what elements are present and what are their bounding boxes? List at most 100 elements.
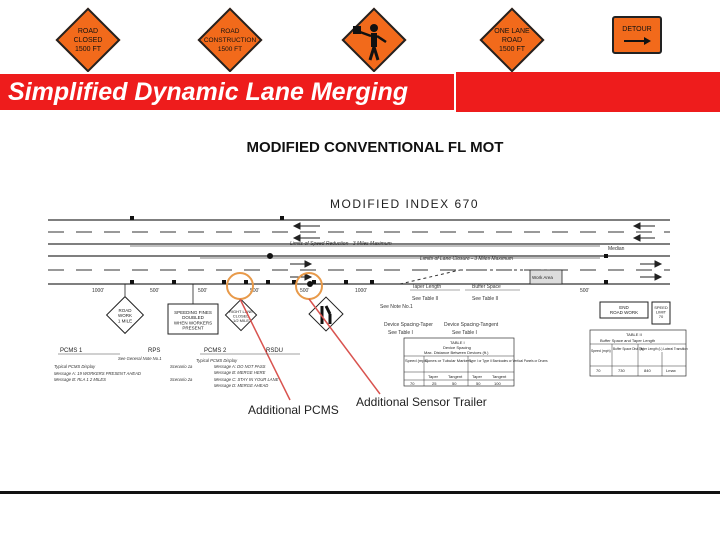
- flagger-sign: [338, 7, 410, 74]
- see-table-label-1: See Table II: [412, 296, 438, 302]
- diagram-heading: MODIFIED INDEX 670: [330, 197, 479, 211]
- table-i-subheader-1: Tangent: [448, 374, 463, 379]
- dist-1000-a: 1000': [92, 288, 104, 294]
- table-ii-title: TABLE II: [626, 332, 642, 337]
- additional-pcms-label: Additional PCMS: [248, 403, 339, 417]
- table-i-cell-0: 70: [410, 381, 415, 386]
- dist-500-e: 500': [580, 288, 589, 294]
- table-i-sub2: Max. Distance Between Devices (ft.): [424, 350, 489, 355]
- table-i: TABLE I Device Spacing Max. Distance Bet…: [403, 337, 548, 387]
- table-i-cell-3: 50: [476, 381, 481, 386]
- see-note-label: See Note No.1: [380, 304, 413, 310]
- mot-diagram: MODIFIED INDEX 670 Limits of Speed Reduc…: [48, 197, 688, 417]
- detour-sign: DETOUR: [612, 16, 662, 54]
- dist-500-a: 500': [150, 288, 159, 294]
- dist-500-d: 500': [300, 288, 309, 294]
- one-lane-road-sign-text: ONE LANE ROAD 1500 FT: [494, 28, 530, 53]
- road-closed-sign: ROAD CLOSED 1500 FT: [52, 7, 124, 74]
- roadway: [48, 219, 670, 285]
- table-ii-cell-2: 840: [644, 368, 651, 373]
- pcms-msg-b1: Message B: RLA 1 2 MILES: [54, 377, 106, 382]
- pcms-messages: See General Note No.1 Typical PCMS Displ…: [54, 356, 279, 388]
- device-spacing-tangent-label: Device Spacing-Tangent: [444, 322, 499, 328]
- title-box: [0, 72, 456, 112]
- see-table-label-2: See Table II: [472, 296, 498, 302]
- pcms-callout-line: [239, 298, 291, 401]
- limits-lane-label: Limits of Lane Closure - 3 Miles Maximum: [420, 256, 513, 262]
- table-i-cell-2: 50: [452, 381, 457, 386]
- pcms-2-label: PCMS 2: [204, 348, 227, 354]
- road-construction-sign: ROAD CONSTRUCTION 1500 FT: [194, 7, 266, 74]
- footer-rule: [0, 491, 720, 494]
- pcms-1-label: PCMS 1: [60, 348, 83, 354]
- one-lane-road-sign: ONE LANE ROAD 1500 FT: [476, 7, 548, 74]
- table-i-cell-4: 100: [494, 381, 501, 386]
- table-ii-cell-1: 730: [618, 368, 625, 373]
- pcms-msg-a2: Message A: DO NOT PASS: [214, 364, 266, 369]
- scenario-1a-label: Scenario 1a: [170, 364, 193, 369]
- table-i-sub1: Device Spacing: [443, 345, 471, 350]
- table-i-header-0: Speed (mph): [405, 358, 429, 363]
- buffer-space-label: Buffer Space: [472, 284, 501, 290]
- road-construction-sign-text: ROAD CONSTRUCTION 1500 FT: [203, 28, 257, 53]
- scenario-2a-label: Scenario 2a: [170, 377, 193, 382]
- flagger-icon: [353, 24, 387, 61]
- table-ii-header-0: Speed (mph): [591, 349, 611, 353]
- table-i-header-1: Cones or Tubular Markers: [425, 358, 471, 363]
- table-ii: TABLE II Buffer Space and Taper Length S…: [589, 329, 688, 377]
- rsdu-label: RSDU: [266, 348, 283, 354]
- page-title: Simplified Dynamic Lane Merging: [8, 78, 409, 106]
- pcms-msg-d2: Message D: MERGE AHEAD: [214, 383, 268, 388]
- detour-sign-label: DETOUR: [622, 26, 652, 33]
- taper-devices: [399, 269, 560, 285]
- rps-label: RPS: [148, 348, 160, 354]
- pcms-msg-b2: Message B: MERGE HERE: [214, 370, 266, 375]
- table-i-title: TABLE I: [450, 340, 465, 345]
- sensor-callout-line: [308, 298, 381, 395]
- table-i-cell-1: 25: [432, 381, 437, 386]
- median-label: Median: [608, 246, 625, 252]
- dist-500-b: 500': [198, 288, 207, 294]
- equipment-labels: PCMS 1 RPS PCMS 2 RSDU: [60, 348, 283, 354]
- table-ii-sub: Buffer Space and Taper Length: [600, 338, 655, 343]
- table-i-subheader-0: Taper: [428, 374, 439, 379]
- dist-500-c: 500': [250, 288, 259, 294]
- see-table-i-label-1: See Table I: [388, 330, 413, 336]
- additional-sensor-trailer-label: Additional Sensor Trailer: [356, 395, 487, 409]
- pcms-msg-a1: Message A: 19 WORKERS PRESENT AHEAD: [54, 371, 141, 376]
- typical-pcms-display-1: Typical PCMS Display: [54, 364, 96, 369]
- table-ii-cell-0: 70: [596, 368, 601, 373]
- table-i-header-2: Type I or Type II Barricades or Vertical…: [469, 359, 548, 363]
- limits-annotations: [130, 245, 600, 259]
- work-area: [529, 269, 563, 285]
- work-area-label: Work Area: [532, 275, 553, 280]
- dist-1000-b: 1000': [355, 288, 367, 294]
- typical-pcms-display-2: Typical PCMS Display: [196, 358, 238, 363]
- lane-merge-sign: [308, 296, 344, 332]
- distance-labels: 1000' 500' 500' 500' 500' 1000' 500': [92, 288, 589, 294]
- table-ii-header-2: Taper Length (L) Lateral Transition: [639, 347, 688, 351]
- general-note-label: See General Note No.1: [118, 356, 162, 361]
- shoulder-devices: [130, 216, 608, 287]
- taper-labels: Taper Length Buffer Space See Table II S…: [380, 284, 520, 336]
- device-spacing-taper-label: Device Spacing-Taper: [384, 322, 433, 328]
- taper-length-label: Taper Length: [412, 284, 441, 290]
- table-i-subheader-2: Taper: [472, 374, 483, 379]
- road-closed-sign-text: ROAD CLOSED 1500 FT: [73, 28, 103, 53]
- lane-arrows: [290, 222, 663, 281]
- limits-speed-label: Limits of Speed Reduction - 3 Miles Maxi…: [290, 241, 392, 247]
- table-i-subheader-3: Tangent: [492, 374, 507, 379]
- arrow-right-icon: [624, 37, 651, 45]
- table-ii-header-1: Buffer Space Dist. (ft.): [613, 347, 644, 351]
- see-table-i-label-2: See Table I: [452, 330, 477, 336]
